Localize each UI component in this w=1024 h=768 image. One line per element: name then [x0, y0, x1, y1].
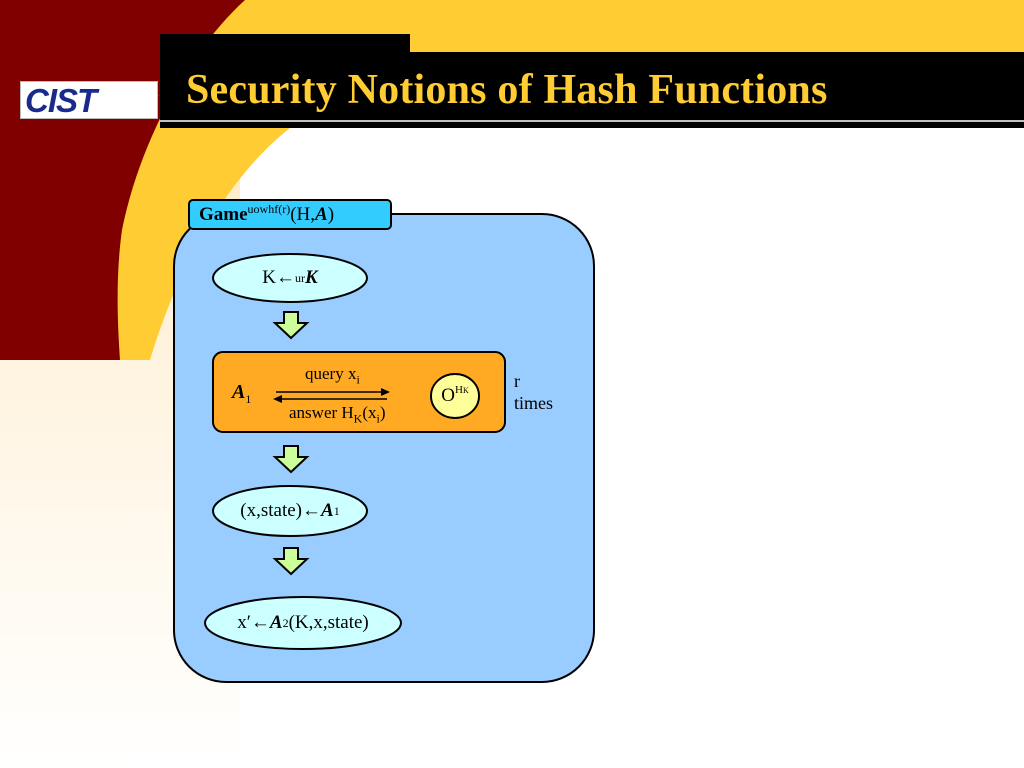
down-arrow-1	[272, 311, 310, 340]
game-args-adversary: A	[315, 204, 328, 225]
repeat-times: times	[514, 393, 553, 413]
oracle-circle	[430, 373, 480, 419]
repeat-label: r times	[514, 370, 553, 414]
answer-sub-i: i	[376, 411, 380, 426]
repeat-r: r	[514, 371, 520, 391]
oracle-base: O	[441, 385, 455, 406]
state-adversary-index: 1	[333, 503, 340, 518]
final-adversary-index: 2	[282, 615, 289, 630]
answer-arg: (x	[362, 403, 377, 422]
title-bar	[160, 34, 1024, 128]
state-ellipse	[212, 485, 368, 537]
game-superscript: uowhf(r)	[247, 202, 291, 216]
query-arrowhead	[381, 388, 390, 396]
state-left: (x,state)	[240, 500, 303, 521]
final-adversary-name: A	[269, 612, 283, 633]
answer-text: answer H	[289, 403, 354, 422]
down-arrow-3	[272, 547, 310, 576]
adversary1-name: A	[232, 381, 246, 403]
query-label: query xi	[305, 364, 360, 387]
down-arrow-2	[272, 445, 310, 474]
game-label: Gameuowhf(r)(H,A)	[188, 199, 392, 230]
query-sub: i	[356, 372, 360, 387]
slide-title: Security Notions of Hash Functions	[186, 67, 828, 113]
state-adversary-name: A	[321, 500, 334, 521]
answer-close: )	[379, 403, 386, 422]
final-ellipse	[204, 596, 402, 650]
final-args: (K,x,state)	[288, 612, 369, 633]
game-args-close: )	[327, 204, 335, 225]
oracle-sup: H	[455, 384, 463, 396]
uniform-random-sub: ur	[295, 270, 306, 285]
game-word: Game	[199, 204, 248, 225]
final-arrow: ←	[250, 612, 270, 633]
query-text: query x	[305, 364, 357, 383]
answer-label: answer HK(xi)	[289, 403, 386, 426]
assign-arrow: ←	[276, 267, 296, 288]
answer-arrowhead	[273, 395, 282, 403]
answer-sub-k: K	[353, 411, 363, 426]
final-left: x′	[237, 612, 251, 633]
key-symbol: K	[262, 267, 277, 288]
logo-text: CIST	[25, 82, 97, 119]
oracle-sup-sub: K	[462, 386, 469, 395]
cist-logo: CIST	[20, 81, 158, 119]
game-args-open: (H,	[290, 204, 316, 225]
key-space-symbol: K	[305, 267, 318, 288]
state-arrow: ←	[302, 500, 322, 521]
adversary1-label: A1	[232, 381, 251, 407]
adversary1-index: 1	[245, 392, 252, 406]
keygen-ellipse	[212, 253, 368, 303]
